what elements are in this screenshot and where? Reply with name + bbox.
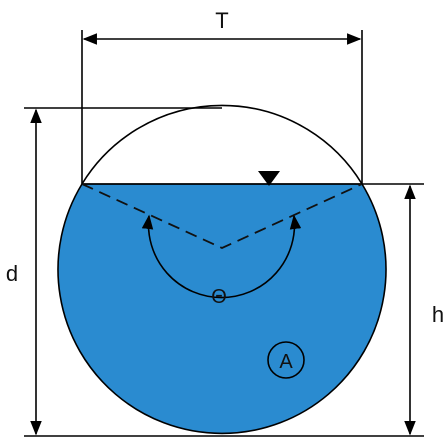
area-label-circle (267, 341, 305, 379)
pipe-upper-arc (81, 104, 363, 185)
triangle-down-icon (258, 171, 280, 186)
diameter-label: d (6, 261, 18, 286)
area-label: A (279, 351, 293, 373)
depth-label: h (432, 302, 444, 327)
water-area (57, 183, 387, 435)
top-width-label: T (215, 8, 228, 33)
central-angle-radii (81, 183, 363, 249)
angle-arc (141, 214, 302, 299)
angle-label: Θ (211, 286, 227, 308)
